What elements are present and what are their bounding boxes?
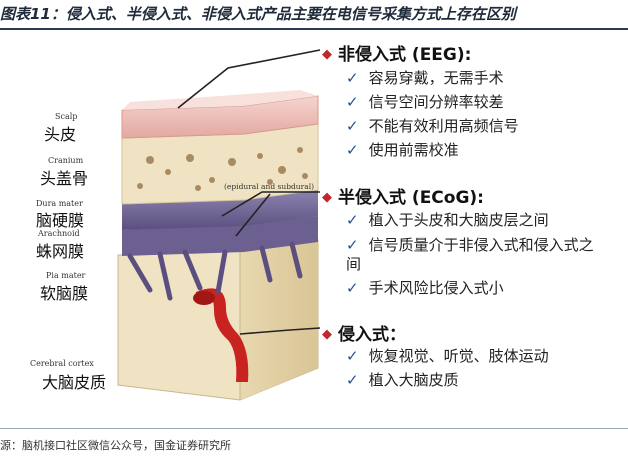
ecog-leader-line-1: [221, 191, 320, 217]
pia-label-zh: 软脑膜: [40, 284, 89, 303]
blood-vessel: [196, 288, 249, 382]
diamond-icon: ◆: [322, 47, 332, 62]
figure-title: 图表11：侵入式、半侵入式、非侵入式产品主要在电信号采集方式上存在区别: [0, 5, 516, 23]
eeg-leader-line: [177, 49, 321, 109]
diamond-icon: ◆: [322, 327, 332, 342]
diamond-icon: ◆: [322, 190, 332, 205]
source-note: 源：脑机接口社区微信公众号，国金证券研究所: [0, 439, 231, 452]
check-icon: ✓: [346, 279, 359, 297]
dura-label-zh: 脑硬膜: [36, 211, 85, 230]
title-divider: [0, 28, 628, 30]
noninvasive-bullet-1: ✓容易穿戴，无需手术: [346, 69, 504, 87]
scalp-label-zh: 头皮: [44, 125, 77, 144]
invasive-bullet-2: ✓植入大脑皮质: [346, 371, 459, 389]
invasive-bullet-1: ✓恢复视觉、听觉、肢体运动: [346, 347, 549, 365]
check-icon: ✓: [346, 236, 359, 254]
check-icon: ✓: [346, 117, 359, 135]
check-icon: ✓: [346, 141, 359, 159]
semiinvasive-bullet-3: ✓手术风险比侵入式小: [346, 279, 504, 297]
cranium-label-zh: 头盖骨: [40, 169, 89, 188]
scalp-label-en: Scalp: [55, 112, 78, 121]
dura-label-en: Dura mater: [36, 199, 83, 208]
arachnoid-web: [122, 216, 318, 256]
noninvasive-bullet-2: ✓信号空间分辨率较差: [346, 93, 504, 111]
semiinvasive-bullet-2: ✓信号质量介于非侵入式和侵入式之间: [346, 236, 594, 273]
check-icon: ✓: [346, 347, 359, 365]
dura-mater-layer: [122, 190, 318, 230]
pia-label-en: Pia mater: [46, 271, 86, 280]
cranium-label-en: Cranium: [48, 156, 84, 165]
semiinvasive-bullet-1: ✓植入于头皮和大脑皮层之间: [346, 211, 549, 229]
cortex-label-en: Cerebral cortex: [30, 359, 94, 368]
brain-layers-illustration: [117, 49, 321, 401]
arachnoid-label-en: Arachnoid: [38, 229, 80, 238]
check-icon: ✓: [346, 371, 359, 389]
epidural-label: (epidural and subdural): [224, 182, 315, 191]
arachnoid-label-zh: 蛛网膜: [36, 242, 85, 261]
check-icon: ✓: [346, 211, 359, 229]
invasive-leader-line: [239, 327, 321, 335]
cortex-label-zh: 大脑皮质: [42, 373, 107, 392]
noninvasive-bullet-4: ✓使用前需校准: [346, 141, 459, 159]
category-invasive-title: ◆侵入式：: [322, 325, 406, 345]
footer-divider: [0, 428, 628, 429]
check-icon: ✓: [346, 93, 359, 111]
ecog-leader-line-2: [235, 193, 271, 237]
check-icon: ✓: [346, 69, 359, 87]
category-noninvasive-title: ◆非侵入式 (EEG):: [322, 45, 472, 65]
category-semiinvasive-title: ◆半侵入式 (ECoG):: [322, 188, 484, 208]
noninvasive-bullet-3: ✓不能有效利用高频信号: [346, 117, 519, 135]
